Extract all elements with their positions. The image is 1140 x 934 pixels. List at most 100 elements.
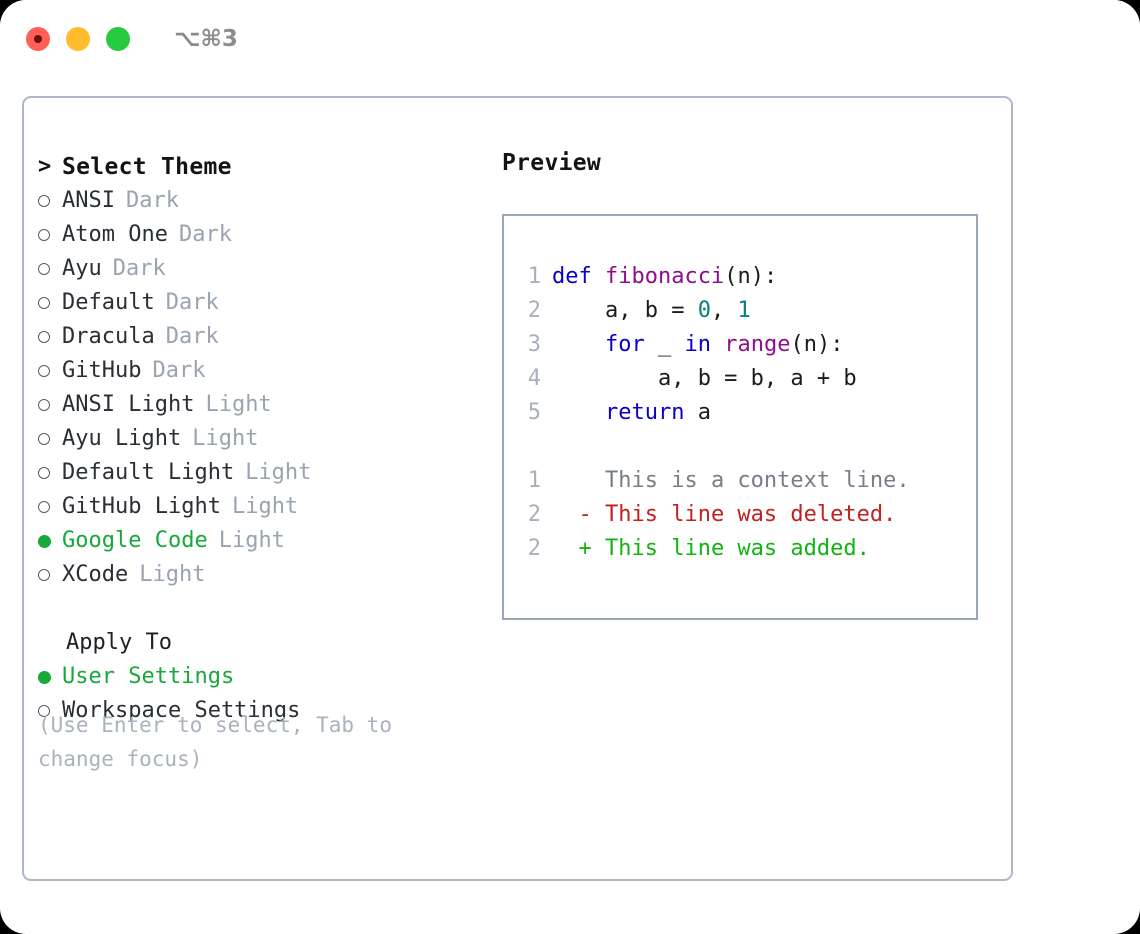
theme-item-label: Atom One [62, 222, 168, 247]
code-token: 0 [697, 298, 711, 323]
code-token: 1 [737, 298, 751, 323]
code-line: 1 def fibonacci(n): [518, 260, 976, 294]
apply-to-item-user-settings[interactable]: User Settings [38, 660, 498, 694]
radio-selected-icon[interactable] [38, 534, 62, 548]
diff-line-number: 2 [527, 536, 541, 561]
code-line: 4 a, b = b, a + b [518, 362, 976, 396]
theme-item-label: Dracula [62, 324, 155, 349]
code-line: 5 return a [518, 396, 976, 430]
code-token: _ [644, 332, 685, 357]
diff-line: 2 - This line was deleted. [518, 498, 976, 532]
code-line-text: def fibonacci(n): [552, 260, 777, 294]
theme-item-variant-badge: Dark [112, 256, 166, 281]
code-token: a, b = b, a + b [552, 366, 857, 391]
radio-unselected-icon[interactable] [38, 467, 62, 479]
radio-unselected-icon[interactable] [38, 195, 62, 207]
theme-item-variant-badge: Light [205, 392, 272, 417]
radio-unselected-icon[interactable] [38, 569, 62, 581]
theme-item-label: ANSI [62, 188, 115, 213]
radio-unselected-icon[interactable] [38, 501, 62, 513]
apply-to-item-workspace-settings[interactable]: Workspace Settings [38, 694, 498, 728]
maximize-button[interactable] [106, 27, 130, 51]
theme-item-variant-badge: Light [139, 562, 206, 587]
theme-item-google-code[interactable]: Google Code Light [38, 524, 498, 558]
code-token: return [604, 400, 685, 425]
code-token: def [552, 264, 592, 289]
code-token: a, b = [552, 298, 698, 323]
diff-marker: + [552, 536, 605, 561]
minimize-button[interactable] [66, 27, 90, 51]
radio-mark [38, 399, 50, 411]
code-line-number: 5 [527, 400, 541, 425]
theme-item-atom-one[interactable]: Atom One Dark [38, 218, 498, 252]
hint-text: (Use Enter to select, Tab to change focu… [38, 713, 393, 771]
radio-unselected-icon[interactable] [38, 297, 62, 309]
radio-mark [38, 467, 50, 479]
radio-mark [38, 501, 50, 513]
code-line-text: for _ in range(n): [552, 328, 843, 362]
radio-unselected-icon[interactable] [38, 433, 62, 445]
radio-unselected-icon[interactable] [38, 399, 62, 411]
diff-marker: - [552, 502, 605, 527]
theme-item-dracula[interactable]: Dracula Dark [38, 320, 498, 354]
theme-item-github-light[interactable]: GitHub Light Light [38, 490, 498, 524]
diff-line-text: This is a context line. [604, 468, 910, 493]
theme-item-github[interactable]: GitHub Dark [38, 354, 498, 388]
apply-to-item-label: Workspace Settings [62, 698, 301, 723]
theme-item-variant-badge: Dark [165, 324, 219, 349]
caret-icon: > [38, 154, 52, 179]
theme-item-variant-badge: Light [218, 528, 285, 553]
radio-unselected-icon[interactable] [38, 365, 62, 377]
code-token [552, 332, 605, 357]
record-indicator-icon [34, 35, 42, 43]
code-token: a [684, 400, 711, 425]
radio-selected-icon[interactable] [38, 670, 62, 684]
code-line-text: a, b = 0, 1 [552, 294, 751, 328]
close-button[interactable] [26, 27, 50, 51]
code-token: fibonacci [605, 264, 725, 289]
apply-to-label: Apply To [66, 630, 172, 655]
code-token: in [684, 332, 711, 357]
theme-item-label: Default Light [62, 460, 235, 485]
code-token [552, 400, 605, 425]
theme-item-variant-badge: Light [231, 494, 299, 519]
diff-marker [552, 464, 605, 498]
radio-unselected-icon[interactable] [38, 229, 62, 241]
theme-item-label: GitHub [62, 358, 142, 383]
radio-mark [38, 534, 51, 548]
radio-unselected-icon[interactable] [38, 263, 62, 275]
code-diff-separator [518, 430, 976, 464]
radio-mark [38, 331, 50, 343]
list-spacer [38, 592, 498, 626]
code-token: (n): [790, 332, 844, 357]
radio-mark [38, 297, 50, 309]
radio-unselected-icon[interactable] [38, 331, 62, 343]
theme-item-variant-badge: Dark [152, 358, 206, 383]
code-line-number: 1 [527, 264, 541, 289]
code-token: for [604, 332, 645, 357]
title-bar: ⌥⌘3 [0, 0, 1140, 78]
diff-line: 1 This is a context line. [518, 464, 976, 498]
radio-unselected-icon[interactable] [38, 705, 62, 717]
theme-item-label: GitHub Light [62, 494, 221, 519]
theme-item-label: Ayu Light [62, 426, 182, 451]
theme-item-label: Google Code [62, 528, 208, 553]
theme-item-variant-badge: Dark [178, 222, 232, 247]
diff-line-number: 1 [527, 468, 541, 493]
code-line-number: 3 [527, 332, 541, 357]
radio-mark [38, 569, 50, 581]
code-line: 3 for _ in range(n): [518, 328, 976, 362]
select-theme-header: > Select Theme [38, 150, 498, 184]
